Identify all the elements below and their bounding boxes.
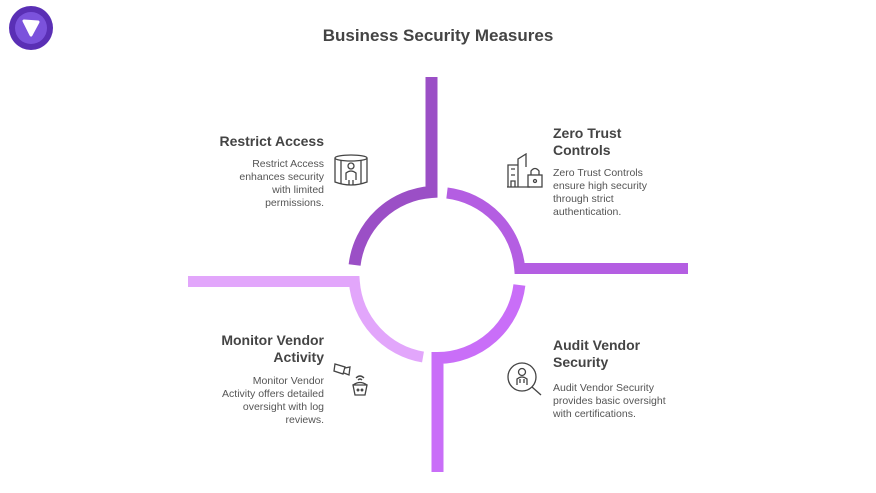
segment-zero-trust — [446, 187, 688, 274]
camera-monitor-icon — [333, 363, 368, 396]
segment-restrict-access — [348, 77, 438, 266]
title-line: Zero Trust — [553, 125, 622, 141]
app-logo — [9, 6, 53, 50]
segment-monitor-vendor — [188, 276, 425, 363]
desc-line: enhances security — [239, 171, 324, 183]
desc-line: oversight with log — [242, 401, 324, 413]
desc-line: Audit Vendor Security — [553, 382, 654, 394]
desc-line: Monitor Vendor — [252, 375, 324, 387]
desc-line: reviews. — [285, 414, 324, 426]
desc-line: authentication. — [553, 206, 622, 218]
desc-line: with limited — [272, 184, 324, 196]
desc-line: permissions. — [265, 197, 324, 209]
segment-audit-vendor — [431, 284, 526, 472]
desc-line: with certifications. — [553, 408, 636, 420]
person-shield-icon — [334, 154, 368, 186]
title-line: Monitor Vendor — [221, 332, 324, 348]
title-line: Audit Vendor — [553, 337, 641, 353]
audit-vendor-description: Audit Vendor Security provides basic ove… — [553, 382, 666, 421]
desc-line: Zero Trust Controls — [553, 167, 643, 179]
title-line: Activity — [273, 349, 324, 365]
restrict-access-description: Restrict Access enhances security with l… — [239, 158, 324, 210]
building-lock-icon — [507, 153, 543, 188]
title-line: Controls — [553, 142, 611, 158]
magnifier-audit-icon — [507, 362, 542, 396]
desc-line: Restrict Access — [252, 158, 324, 170]
title-line: Security — [553, 354, 609, 370]
audit-vendor-title: Audit Vendor Security — [553, 337, 640, 371]
monitor-vendor-description: Monitor Vendor Activity offers detailed … — [222, 375, 324, 427]
desc-line: Activity offers detailed — [222, 388, 324, 400]
page-title: Business Security Measures — [322, 26, 554, 45]
restrict-access-title: Restrict Access — [219, 133, 324, 149]
monitor-vendor-title: Monitor Vendor Activity — [221, 332, 324, 366]
desc-line: through strict — [553, 193, 614, 205]
zero-trust-description: Zero Trust Controls ensure high security… — [553, 167, 647, 219]
zero-trust-title: Zero Trust Controls — [553, 125, 621, 159]
desc-line: ensure high security — [553, 180, 647, 192]
desc-line: provides basic oversight — [553, 395, 666, 407]
